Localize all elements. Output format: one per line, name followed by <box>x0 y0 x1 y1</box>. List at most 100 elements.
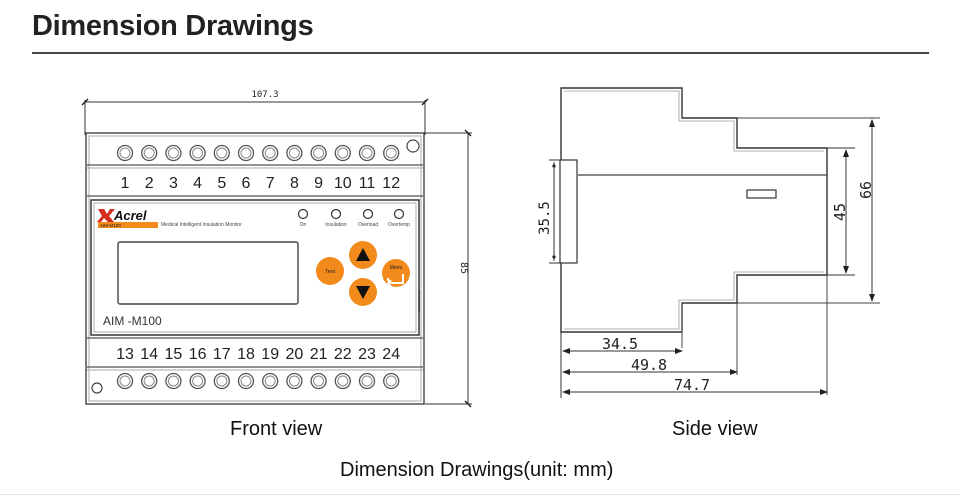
terminal-screw <box>262 372 279 390</box>
terminal-screw <box>141 144 158 162</box>
terminal-screw <box>262 144 279 162</box>
depth-dimension-1: 34.5 <box>602 335 638 353</box>
terminal-number: 1 <box>121 175 130 192</box>
terminal-number: 2 <box>145 175 154 192</box>
outer-height-label: 66 <box>857 181 875 199</box>
terminal-screw <box>383 372 400 390</box>
title-divider <box>32 52 929 54</box>
terminal-number: 22 <box>334 346 352 363</box>
terminal-screw <box>116 144 134 162</box>
terminal-screw <box>213 144 230 162</box>
inner-height-label: 45 <box>831 203 849 221</box>
terminal-screw <box>358 144 376 162</box>
brand-name: Acrel <box>113 208 147 223</box>
bottom-screw-hole <box>91 382 103 394</box>
terminal-number: 21 <box>310 346 328 363</box>
top-screw-hole <box>406 139 420 153</box>
terminal-screw <box>141 372 158 390</box>
led-icon <box>297 208 309 220</box>
terminal-screw <box>310 144 327 162</box>
terminal-number: 8 <box>290 175 299 192</box>
terminal-screw <box>116 372 134 390</box>
up-arrow-icon <box>356 248 370 261</box>
test-button[interactable]: Test <box>316 257 344 285</box>
terminal-number: 17 <box>213 346 231 363</box>
terminal-screw <box>189 372 206 390</box>
rail-dimension-label: 35.5 <box>537 201 553 235</box>
terminal-screw <box>189 144 206 162</box>
terminal-number: 16 <box>189 346 207 363</box>
height-dimension: 85 <box>425 129 472 408</box>
terminal-screw <box>310 372 327 390</box>
terminal-screw <box>383 144 400 162</box>
brand-logo: Acrel AIM-M100 <box>97 208 158 228</box>
terminal-number: 19 <box>261 346 279 363</box>
terminal-number: 20 <box>286 346 304 363</box>
width-dimension: 107.3 <box>81 90 429 135</box>
acrel-logo-icon <box>97 209 115 222</box>
terminal-number: 12 <box>382 175 400 192</box>
indicator-label: Overtemp <box>388 222 410 228</box>
keypad: Test Menu <box>316 241 410 306</box>
terminal-screw <box>165 144 182 162</box>
side-view-caption: Side view <box>672 418 758 440</box>
indicator-label: Overload <box>358 222 379 228</box>
led-icon <box>362 208 374 220</box>
down-button[interactable] <box>349 278 377 306</box>
brand-tag: AIM-M100 <box>100 223 121 228</box>
terminal-screw <box>334 372 351 390</box>
top-terminal-screws <box>116 144 400 162</box>
indicator-leds: On Insulation Overload Overtemp <box>297 208 410 228</box>
terminal-number: 4 <box>193 175 202 192</box>
indicator-led: Overtemp <box>388 208 410 228</box>
menu-enter-button[interactable]: Menu <box>382 259 410 287</box>
terminal-screw <box>213 372 230 390</box>
side-view: 35.5 45 66 34.5 49.8 74.7 <box>537 87 880 398</box>
indicator-label: On <box>300 222 307 228</box>
indicator-led: Overload <box>358 208 379 228</box>
side-slot <box>746 189 777 199</box>
terminal-screw <box>334 144 351 162</box>
page-title: Dimension Drawings <box>32 10 314 42</box>
led-icon <box>330 208 342 220</box>
height-dimension-label: 85 <box>458 262 469 274</box>
din-rail-clip <box>559 159 578 264</box>
indicator-led: On <box>297 208 309 228</box>
down-arrow-icon <box>356 286 370 299</box>
led-icon <box>393 208 405 220</box>
width-dimension-label: 107.3 <box>251 90 278 100</box>
figure-caption: Dimension Drawings(unit: mm) <box>340 459 614 481</box>
terminal-screw <box>165 372 182 390</box>
terminal-number: 14 <box>140 346 158 363</box>
terminal-number: 23 <box>358 346 376 363</box>
indicator-label: Insulation <box>325 222 347 228</box>
terminal-screw <box>237 144 255 162</box>
bottom-terminal-numbers: 13 14 15 16 17 18 19 20 21 22 23 24 <box>116 346 400 363</box>
depth-dimension-2: 49.8 <box>631 356 667 374</box>
model-label: AIM -M100 <box>103 314 162 328</box>
up-button[interactable] <box>349 241 377 269</box>
terminal-number: 24 <box>382 346 400 363</box>
product-name: Medical Intelligent Insulation Monitor <box>161 222 242 228</box>
svg-text:Test: Test <box>325 269 336 275</box>
terminal-number: 9 <box>314 175 323 192</box>
svg-text:Menu: Menu <box>390 265 403 271</box>
front-view-caption: Front view <box>230 418 323 440</box>
side-profile <box>560 87 828 333</box>
terminal-number: 13 <box>116 346 134 363</box>
terminal-number: 7 <box>266 175 275 192</box>
terminal-number: 15 <box>165 346 183 363</box>
depth-dimension-3: 74.7 <box>674 376 710 394</box>
terminal-number: 10 <box>334 175 352 192</box>
terminal-screw <box>358 372 376 390</box>
terminal-number: 18 <box>237 346 255 363</box>
bottom-terminal-screws <box>116 372 400 390</box>
lcd-display <box>117 241 299 305</box>
terminal-number: 6 <box>242 175 251 192</box>
terminal-number: 5 <box>217 175 226 192</box>
enter-arrow-icon <box>387 274 404 284</box>
terminal-number: 3 <box>169 175 178 192</box>
